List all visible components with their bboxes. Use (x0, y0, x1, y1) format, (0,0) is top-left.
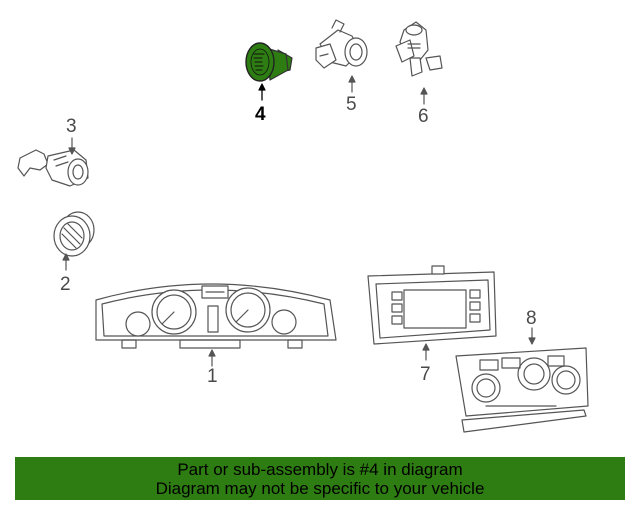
leader-6 (420, 87, 428, 105)
callout-1[interactable]: 1 (207, 366, 218, 387)
callout-3[interactable]: 3 (66, 116, 77, 137)
part-5-sensor[interactable] (315, 19, 368, 69)
leader-8 (528, 327, 536, 345)
callout-6[interactable]: 6 (418, 106, 429, 127)
callout-4[interactable]: 4 (255, 104, 266, 125)
callout-8[interactable]: 8 (526, 308, 537, 329)
callout-2[interactable]: 2 (60, 274, 71, 295)
part-6-sensor[interactable] (395, 21, 443, 77)
part-7-display-unit[interactable] (367, 265, 497, 345)
footer-line-1: Part or sub-assembly is #4 in diagram (177, 460, 463, 479)
part-2-knob[interactable] (53, 211, 95, 257)
leader-3 (68, 137, 76, 155)
part-3-switch[interactable] (17, 149, 89, 187)
part-4-switch[interactable] (245, 42, 293, 82)
footer-line-2: Diagram may not be specific to your vehi… (155, 479, 485, 498)
leader-2 (62, 253, 70, 271)
callout-5[interactable]: 5 (346, 94, 357, 115)
part-1-instrument-cluster[interactable] (95, 283, 337, 349)
leader-1 (208, 349, 216, 367)
callout-7[interactable]: 7 (420, 364, 431, 385)
leader-7 (422, 343, 430, 361)
leader-4 (258, 83, 266, 101)
leader-5 (348, 75, 356, 93)
part-8-climate-control[interactable] (455, 347, 589, 433)
footer-banner: Part or sub-assembly is #4 in diagram Di… (15, 457, 625, 500)
